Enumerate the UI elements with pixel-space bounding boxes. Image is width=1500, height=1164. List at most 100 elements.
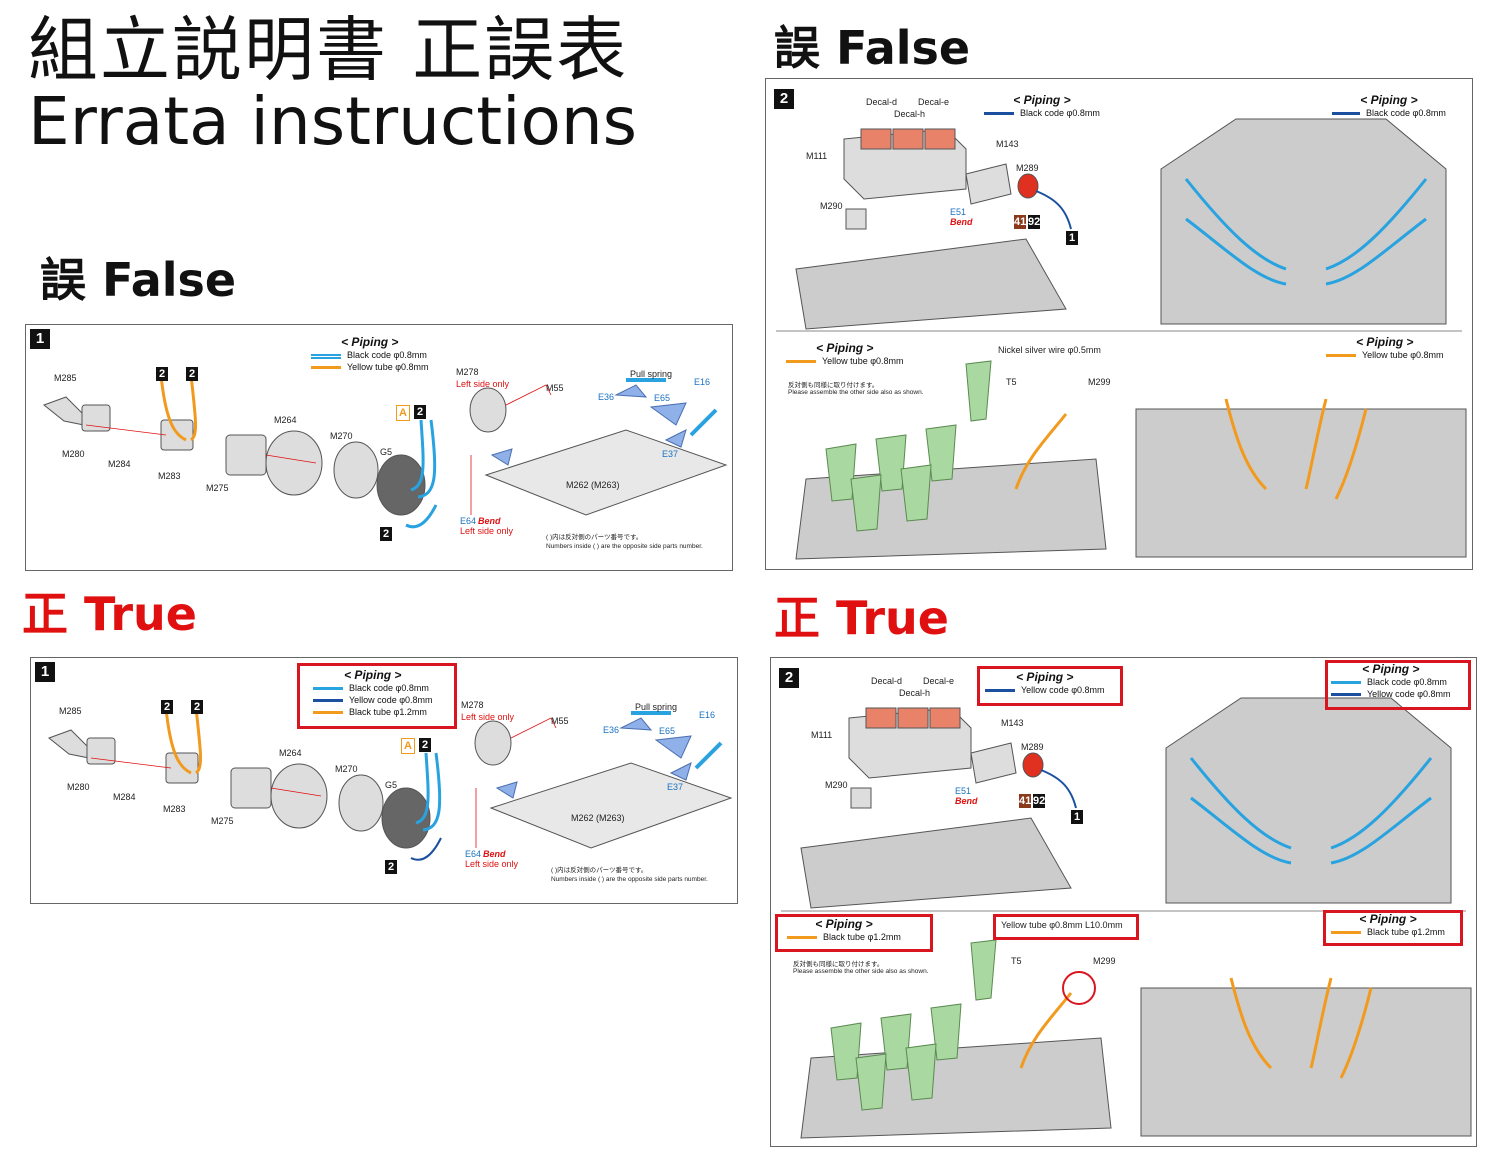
part-label: E65 — [659, 726, 676, 736]
part-note: Left side only — [460, 526, 514, 536]
note-en: Numbers inside ( ) are the opposite side… — [546, 543, 703, 550]
false-label-step2: 誤 False — [774, 21, 971, 75]
step1-true-panel: 1 < Piping > Black code φ0.8mm Yellow co… — [30, 657, 738, 904]
correction-highlight — [977, 666, 1123, 706]
legend-text: Black code φ0.8mm — [1366, 108, 1446, 118]
legend-swatch — [313, 686, 343, 690]
note-en: Please assemble the other side also as s… — [793, 968, 929, 975]
part-label: M275 — [211, 816, 234, 826]
part-label: M262 (M263) — [571, 813, 625, 823]
part-label: Decal-d — [866, 97, 898, 107]
piping-header: < Piping > — [344, 668, 402, 682]
part-label: E51 — [950, 207, 967, 217]
part-label: M283 — [163, 804, 186, 814]
legend-text: Black code φ0.8mm — [349, 683, 429, 693]
legend-text: Yellow tube φ0.8mm — [347, 362, 429, 372]
step2-false-panel: 2 Decal-d Decal-e Decal-h M111 M143 M289… — [765, 78, 1473, 570]
piping-legend: < Piping > Yellow tube φ0.8mm — [1326, 335, 1444, 361]
piping-header: < Piping > — [1359, 912, 1417, 926]
correction-highlight — [1323, 910, 1463, 946]
part-note: Left side only — [456, 379, 510, 389]
section-marker: 2 — [191, 700, 203, 714]
section-marker: 2 — [385, 860, 397, 874]
true-label-step2: 正 True — [774, 591, 949, 645]
piping-legend: < Piping > Black code φ0.8mm Yellow tube… — [311, 335, 429, 373]
part-label: M289 — [1021, 742, 1044, 752]
legend-row: Black code φ0.8mm — [984, 107, 1100, 119]
legend-row: Yellow code φ0.8mm — [985, 684, 1105, 696]
piping-legend: < Piping > Black code φ0.8mm — [984, 93, 1100, 119]
step-number: 1 — [30, 329, 50, 349]
wire-note: Yellow tube φ0.8mm L10.0mm — [1001, 920, 1123, 930]
legend-row: Black code φ0.8mm — [1332, 107, 1446, 119]
section-marker: 2 — [380, 527, 392, 541]
section-marker: 2 — [161, 700, 173, 714]
color-number: 41 — [1019, 794, 1032, 808]
note-jp: ( )内は反対側のパーツ番号です。 — [546, 534, 643, 541]
legend-row: Black code φ0.8mm — [1331, 676, 1451, 688]
piping-header: < Piping > — [1356, 335, 1414, 349]
part-label: M55 — [551, 716, 569, 726]
part-label: M299 — [1088, 377, 1111, 387]
true-label-step1: 正 True — [22, 587, 197, 641]
part-label: M280 — [62, 449, 85, 459]
legend-row: Black code φ0.8mm — [313, 682, 433, 694]
legend-text: Yellow tube φ0.8mm — [822, 356, 904, 366]
part-label: E36 — [598, 392, 615, 402]
legend-swatch — [313, 698, 343, 702]
part-label: Pull spring — [635, 702, 678, 712]
section-marker: 1 — [1066, 231, 1078, 245]
piping-legend: < Piping > Black code φ0.8mm — [1332, 93, 1446, 119]
piping-legend: < Piping > Black code φ0.8mm Yellow code… — [1331, 662, 1451, 700]
part-label: M262 (M263) — [566, 480, 620, 490]
step-number: 2 — [774, 89, 794, 109]
part-label: M264 — [274, 415, 297, 425]
false-label-step1: 誤 False — [40, 253, 237, 307]
step1-false-illustration — [42, 374, 728, 529]
part-note: Left side only — [461, 712, 515, 722]
legend-swatch — [786, 359, 816, 363]
piping-legend: < Piping > Yellow tube φ0.8mm — [786, 341, 904, 367]
part-label: E64 — [465, 849, 482, 859]
legend-swatch — [1331, 930, 1361, 934]
part-label: E64 — [460, 516, 477, 526]
part-label: Decal-e — [918, 97, 950, 107]
page-title-en: Errata instructions — [28, 83, 638, 160]
legend-text: Yellow code φ0.8mm — [1021, 685, 1105, 695]
part-label: E36 — [603, 725, 620, 735]
section-marker: 2 — [156, 367, 168, 381]
section-marker: A — [396, 405, 410, 421]
legend-text: Yellow code φ0.8mm — [349, 695, 433, 705]
piping-legend: < Piping > Yellow code φ0.8mm — [985, 670, 1105, 696]
part-note: Bend — [478, 516, 501, 526]
note-en: Please assemble the other side also as s… — [788, 389, 924, 396]
legend-swatch — [313, 710, 343, 714]
legend-swatch — [1331, 692, 1361, 696]
part-note: Bend — [955, 796, 978, 806]
page-title-jp: 組立説明書 正誤表 — [28, 9, 629, 91]
part-label: E16 — [699, 710, 716, 720]
part-label: M289 — [1016, 163, 1039, 173]
part-label: E65 — [654, 393, 671, 403]
piping-header: < Piping > — [1013, 93, 1071, 107]
part-note: Bend — [483, 849, 506, 859]
legend-row: Black tube φ1.2mm — [313, 706, 433, 718]
legend-swatch — [984, 111, 1014, 115]
part-label: G5 — [380, 447, 393, 457]
legend-swatch — [1332, 111, 1360, 115]
legend-row: Yellow code φ0.8mm — [1331, 688, 1451, 700]
part-label: M290 — [820, 201, 843, 211]
part-note: Bend — [950, 217, 973, 227]
part-label: M284 — [113, 792, 136, 802]
legend-row: Yellow tube φ0.8mm — [311, 361, 429, 373]
correction-highlight — [993, 914, 1139, 940]
legend-text: Black code φ0.8mm — [1367, 677, 1447, 687]
piping-legend: < Piping > Black tube φ1.2mm — [787, 917, 901, 943]
section-marker: 2 — [419, 738, 431, 752]
part-label: E16 — [694, 377, 711, 387]
part-label: M55 — [546, 383, 564, 393]
part-label: M280 — [67, 782, 90, 792]
part-label: Decal-d — [871, 676, 903, 686]
part-label: E51 — [955, 786, 972, 796]
section-marker: 2 — [414, 405, 426, 419]
